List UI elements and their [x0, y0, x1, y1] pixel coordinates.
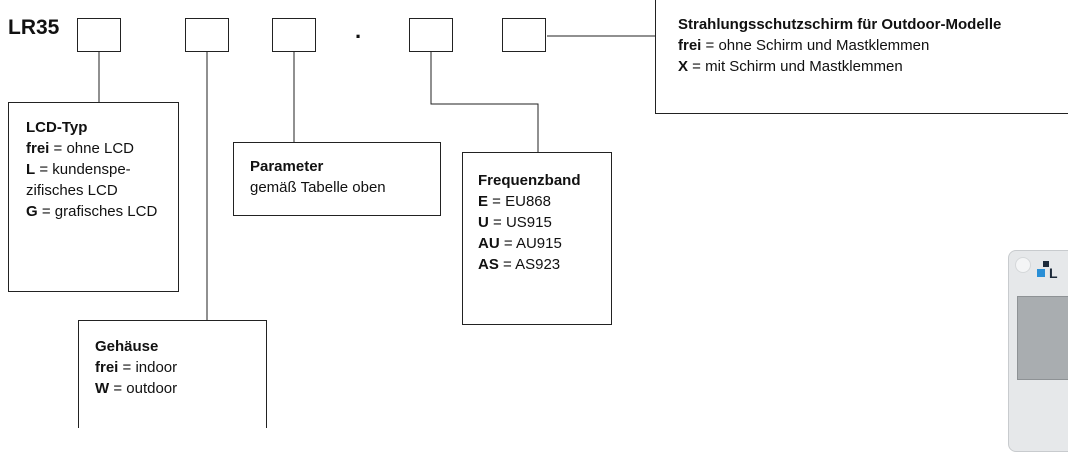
parameter-title: Parameter [250, 158, 324, 175]
lcd-type-title: LCD-Typ [26, 119, 88, 136]
code-slot-shield [502, 18, 546, 52]
housing-option: frei = indoor [95, 359, 178, 376]
device-screw [1015, 257, 1031, 273]
frequency-title: Frequenzband [478, 172, 581, 189]
device-logo-mark [1037, 269, 1045, 277]
code-slot-parameter [272, 18, 316, 52]
housing-option: W = outdoor [95, 380, 178, 397]
frequency-option: AU = AU915 [478, 235, 562, 252]
lcd-option: L = kundenspe-zifisches LCD [26, 161, 131, 199]
code-slot-housing [185, 18, 229, 52]
lcd-type-box: LCD-Typ frei = ohne LCD L = kundenspe-zi… [8, 102, 179, 292]
housing-title: Gehäuse [95, 338, 159, 355]
shield-title: Strahlungsschutzschirm für Outdoor-Model… [678, 16, 1002, 33]
device-logo-text: L [1049, 265, 1058, 281]
frequency-option: E = EU868 [478, 193, 551, 210]
model-code-prefix: LR35 [8, 16, 60, 39]
frequency-option: AS = AS923 [478, 256, 561, 273]
parameter-box: Parameter gemäß Tabelle oben [233, 142, 441, 216]
shield-box: Strahlungsschutzschirm für Outdoor-Model… [655, 0, 1068, 114]
code-separator: . [355, 18, 362, 43]
device-logo-mark [1043, 261, 1049, 267]
parameter-text: gemäß Tabelle oben [250, 179, 386, 196]
frequency-box: Frequenzband E = EU868 U = US915 AU = AU… [462, 152, 612, 325]
shield-option: X = mit Schirm und Mastklemmen [678, 58, 903, 75]
lcd-option: frei = ohne LCD [26, 140, 134, 157]
connector-frequency [430, 52, 539, 152]
device-display [1017, 296, 1068, 380]
shield-option: frei = ohne Schirm und Mastklemmen [678, 37, 930, 54]
connector-lines [98, 35, 655, 320]
housing-box: Gehäuse frei = indoor W = outdoor [78, 320, 267, 428]
code-slot-lcd [77, 18, 121, 52]
lcd-option: G = grafisches LCD [26, 203, 158, 220]
frequency-option: U = US915 [478, 214, 552, 231]
code-slot-frequency [409, 18, 453, 52]
device-image: L [1008, 250, 1068, 452]
